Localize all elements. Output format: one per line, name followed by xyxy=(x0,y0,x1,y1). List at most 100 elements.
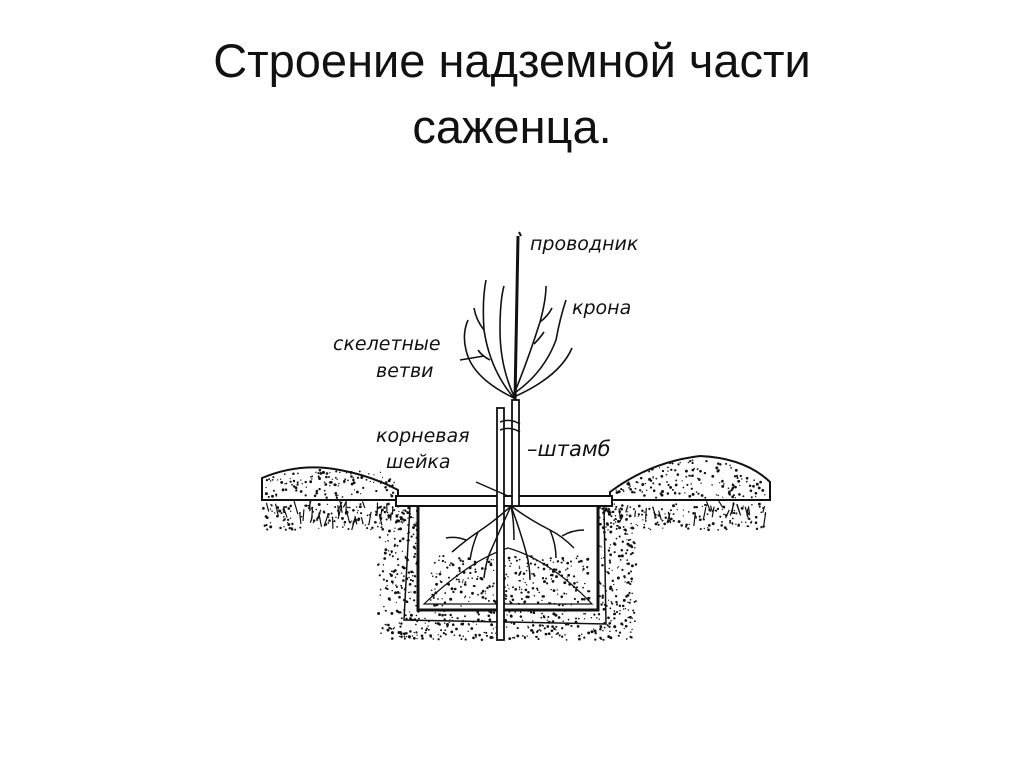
soil-speckle xyxy=(582,586,584,589)
soil-speckle xyxy=(309,480,313,484)
soil-speckle xyxy=(555,575,558,579)
soil-speckle xyxy=(652,477,654,479)
soil-speckle xyxy=(442,555,445,558)
soil-speckle xyxy=(287,507,291,510)
soil-speckle xyxy=(481,589,485,593)
soil-speckle xyxy=(641,509,644,513)
soil-speckle xyxy=(669,485,673,489)
soil-speckle xyxy=(271,510,273,512)
soil-speckle xyxy=(353,489,356,491)
soil-speckle xyxy=(741,478,743,480)
soil-hatch xyxy=(309,515,314,523)
soil-speckle xyxy=(754,515,758,519)
soil-speckle xyxy=(404,614,407,617)
soil-speckle xyxy=(688,523,691,526)
soil-speckle xyxy=(472,585,475,587)
soil-speckle xyxy=(387,479,391,483)
soil-speckle xyxy=(706,513,709,516)
soil-speckle xyxy=(444,633,447,636)
soil-speckle xyxy=(391,589,393,592)
soil-speckle xyxy=(600,557,603,560)
soil-speckle xyxy=(318,487,321,491)
soil-speckle xyxy=(732,511,736,515)
soil-speckle xyxy=(453,587,457,591)
soil-speckle xyxy=(379,522,381,524)
soil-speckle xyxy=(590,616,593,619)
soil-speckle xyxy=(508,637,512,641)
soil-speckle xyxy=(544,632,548,636)
soil-hatch xyxy=(711,506,715,518)
soil-speckle xyxy=(630,631,632,633)
soil-speckle xyxy=(458,580,461,583)
soil-speckle xyxy=(511,637,514,639)
soil-speckle xyxy=(627,572,631,575)
soil-speckle xyxy=(455,627,458,631)
soil-speckle xyxy=(512,622,516,625)
soil-speckle xyxy=(691,459,694,462)
soil-speckle xyxy=(374,520,377,524)
soil-speckle xyxy=(474,570,477,573)
soil-speckle xyxy=(631,592,633,595)
label-skeletal-branches-1: скелетные xyxy=(333,333,441,355)
soil-speckle xyxy=(360,493,362,495)
soil-speckle xyxy=(384,485,387,489)
soil-speckle xyxy=(272,489,275,492)
soil-speckle xyxy=(325,496,328,499)
soil-speckle xyxy=(396,544,399,547)
soil-speckle xyxy=(643,526,646,529)
soil-speckle xyxy=(622,490,625,493)
soil-speckle xyxy=(608,547,611,549)
soil-speckle xyxy=(492,611,496,614)
soil-speckle xyxy=(626,513,628,516)
soil-speckle xyxy=(334,476,337,479)
soil-speckle xyxy=(362,486,365,489)
soil-speckle xyxy=(643,511,646,513)
soil-speckle xyxy=(402,632,406,636)
soil-speckle xyxy=(587,631,591,635)
soil-speckle xyxy=(602,601,604,604)
soil-speckle xyxy=(289,480,292,483)
soil-speckle xyxy=(716,462,720,465)
soil-speckle xyxy=(414,552,417,555)
soil-speckle xyxy=(327,522,330,524)
soil-speckle xyxy=(514,571,518,575)
soil-hatch xyxy=(645,507,647,520)
soil-speckle xyxy=(570,624,573,627)
soil-speckle xyxy=(628,514,632,518)
soil-speckle xyxy=(387,550,390,552)
soil-speckle xyxy=(664,516,668,519)
soil-speckle xyxy=(678,492,681,495)
soil-speckle xyxy=(607,616,610,620)
soil-speckle xyxy=(697,477,699,480)
soil-speckle xyxy=(753,479,755,482)
soil-speckle xyxy=(289,504,292,508)
soil-speckle xyxy=(630,636,633,639)
soil-speckle xyxy=(474,633,477,637)
soil-speckle xyxy=(661,519,664,522)
soil-speckle xyxy=(283,526,285,528)
soil-speckle xyxy=(409,613,413,617)
soil-speckle xyxy=(390,570,393,573)
soil-speckle xyxy=(685,523,688,527)
soil-speckle xyxy=(697,492,700,495)
soil-speckle xyxy=(518,572,522,575)
soil-speckle xyxy=(705,459,708,463)
soil-speckle xyxy=(541,577,545,580)
soil-speckle xyxy=(529,611,533,614)
soil-speckle xyxy=(400,516,403,519)
label-pointers xyxy=(459,355,509,497)
soil-speckle xyxy=(541,624,543,626)
soil-speckle xyxy=(607,549,610,552)
soil-speckle xyxy=(611,510,615,514)
soil-speckle xyxy=(444,561,447,563)
soil-speckle xyxy=(366,514,369,517)
soil-speckle xyxy=(658,467,661,469)
soil-speckle xyxy=(654,516,657,519)
soil-speckle xyxy=(285,506,288,508)
soil-speckle xyxy=(672,519,675,523)
soil-speckle xyxy=(347,528,350,530)
soil-speckle xyxy=(318,477,321,481)
soil-speckle xyxy=(657,523,660,526)
soil-speckle xyxy=(269,525,273,529)
soil-speckle xyxy=(485,631,488,634)
